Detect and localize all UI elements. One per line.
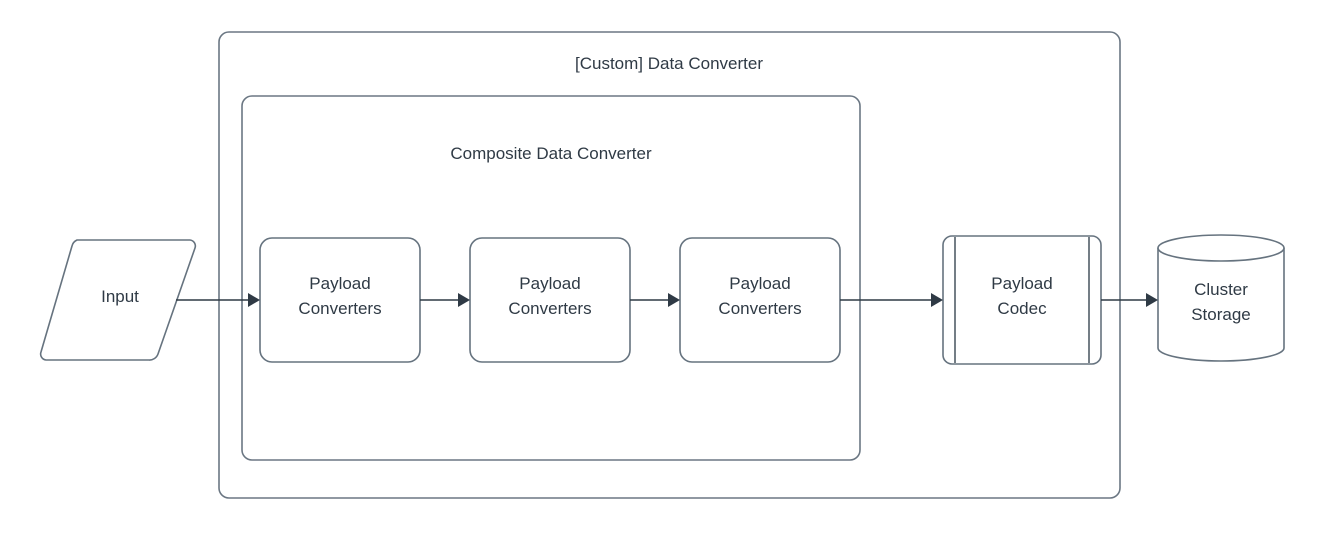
- edge-payload-codec-to-cluster-storage: [1101, 293, 1158, 307]
- cluster-storage-cylinder-top: [1157, 234, 1285, 262]
- input-label: Input: [101, 287, 139, 306]
- arrow-head-icon: [248, 293, 260, 307]
- cluster-storage-cylinder-body: [1157, 247, 1285, 362]
- cluster-storage-label-line-2: Storage: [1191, 305, 1251, 324]
- node-payload-codec[interactable]: Payload Codec: [942, 235, 1102, 365]
- payload-codec-label-line-1: Payload: [991, 274, 1052, 293]
- composite-data-converter-border: [241, 95, 861, 461]
- payload-converters-1-label-line-1: Payload: [309, 274, 370, 293]
- payload-converters-3-label-line-1: Payload: [729, 274, 790, 293]
- container-composite-data-converter[interactable]: Composite Data Converter: [241, 95, 861, 461]
- edge-payload-converters-2-to-payload-converters-3: [630, 293, 680, 307]
- payload-converters-2-label-line-1: Payload: [519, 274, 580, 293]
- arrow-head-icon: [668, 293, 680, 307]
- edge-payload-converters-3-to-payload-codec: [840, 293, 943, 307]
- payload-converters-2-label-line-2: Converters: [508, 299, 591, 318]
- node-input[interactable]: Input: [39, 239, 197, 361]
- arrow-head-icon: [458, 293, 470, 307]
- payload-codec-label-line-2: Codec: [997, 299, 1047, 318]
- arrow-head-icon: [1146, 293, 1158, 307]
- composite-data-converter-title: Composite Data Converter: [450, 144, 652, 163]
- node-payload-converters-2[interactable]: Payload Converters: [469, 237, 631, 363]
- custom-data-converter-title: [Custom] Data Converter: [575, 54, 763, 73]
- edge-payload-converters-1-to-payload-converters-2: [420, 293, 470, 307]
- cluster-storage-label-line-1: Cluster: [1194, 280, 1248, 299]
- arrow-head-icon: [931, 293, 943, 307]
- custom-data-converter-border: [218, 31, 1121, 499]
- payload-converters-3-label-line-2: Converters: [718, 299, 801, 318]
- edge-input-to-payload-converters-1: [176, 293, 260, 307]
- node-payload-converters-3[interactable]: Payload Converters: [679, 237, 841, 363]
- node-cluster-storage[interactable]: Cluster Storage: [1157, 234, 1285, 362]
- input-parallelogram-shape: [39, 239, 197, 361]
- payload-converters-1-label-line-2: Converters: [298, 299, 381, 318]
- node-payload-converters-1[interactable]: Payload Converters: [259, 237, 421, 363]
- container-custom-data-converter[interactable]: [Custom] Data Converter: [218, 31, 1121, 499]
